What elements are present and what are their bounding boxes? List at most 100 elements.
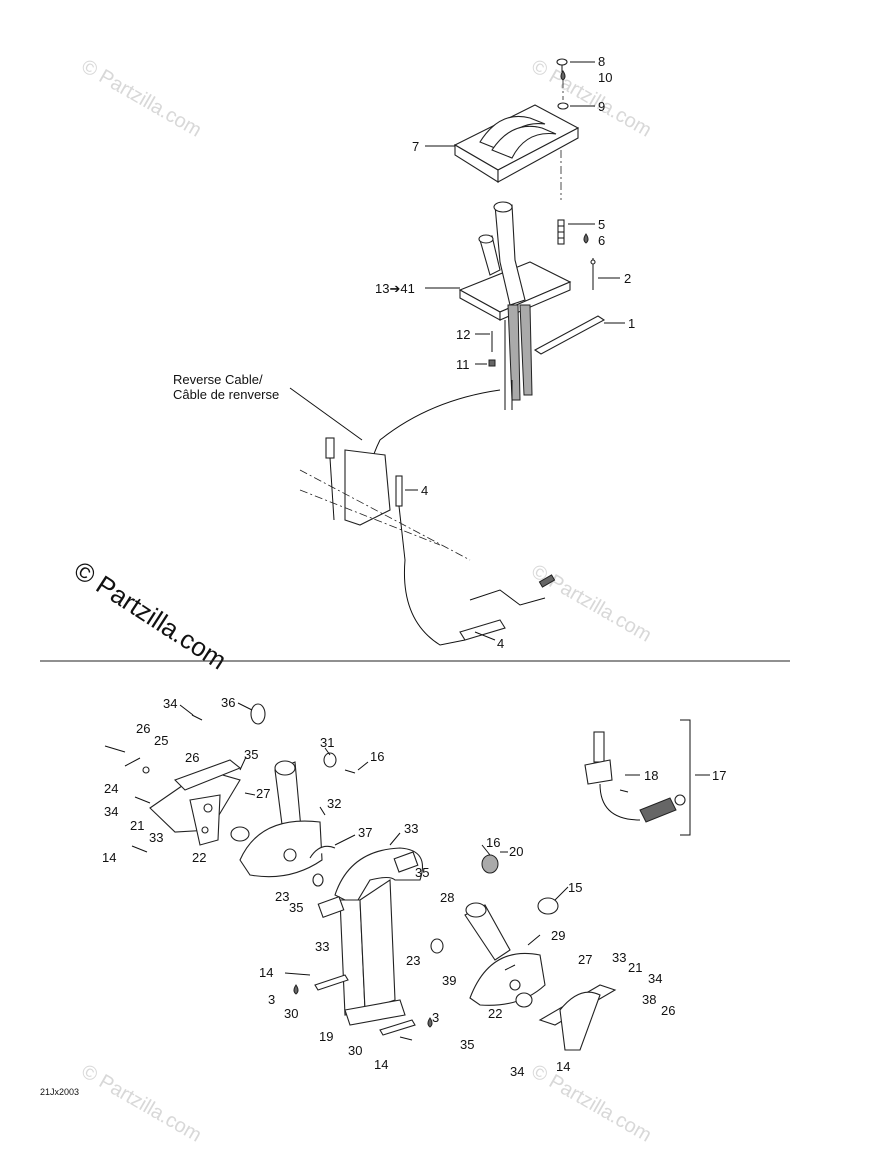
callout-label: 31	[320, 735, 334, 750]
right-bracket-21	[538, 984, 617, 1051]
callout-label: 37	[358, 825, 372, 840]
safety-switch-17	[584, 731, 686, 823]
shifter-lever-assembly	[458, 201, 572, 410]
nut-11-icon	[488, 359, 496, 367]
callout-label: 25	[154, 733, 168, 748]
watermark: © Partzilla.com	[78, 55, 206, 141]
spacer-22-icon	[515, 992, 533, 1008]
callout-label: 27	[256, 786, 270, 801]
callout-label: 35	[415, 865, 429, 880]
leader-lines-top	[289, 61, 625, 641]
callout-label: 4	[421, 483, 428, 498]
callout-label: 3	[432, 1010, 439, 1025]
callout-label: 35	[289, 900, 303, 915]
callout-label: 23	[406, 953, 420, 968]
screw-8-icon	[556, 58, 568, 72]
callout-label: 1	[628, 316, 635, 331]
callout-label: 33	[612, 950, 626, 965]
callout-label: 22	[488, 1006, 502, 1021]
callout-label: 34	[510, 1064, 524, 1079]
callout-label: 9	[598, 99, 605, 114]
throttle-bottom-assembly	[104, 703, 691, 1051]
callout-label: 24	[104, 781, 118, 796]
callout-label: 4	[497, 636, 504, 651]
drawing-code: 21Jx2003	[40, 1087, 79, 1097]
small-screws	[104, 714, 356, 853]
callout-label: 38	[642, 992, 656, 1007]
cable-end-fittings	[459, 574, 556, 641]
callout-label: 15	[568, 880, 582, 895]
callout-label: 35	[244, 747, 258, 762]
ring-36-icon	[250, 703, 266, 725]
callout-label: 35	[460, 1037, 474, 1052]
watermark-main: © Partzilla.com	[69, 555, 232, 676]
callout-label: 16	[370, 749, 384, 764]
pin-2-icon	[590, 258, 596, 290]
callout-label: 33	[149, 830, 163, 845]
callout-label: 30	[284, 1006, 298, 1021]
threadlocker-drop-icon	[293, 984, 299, 995]
shifter-top-assembly	[299, 58, 606, 646]
callout-label: 21	[130, 818, 144, 833]
callout-label: 16	[486, 835, 500, 850]
callout-label: 27	[578, 952, 592, 967]
callout-label: 3	[268, 992, 275, 1007]
callout-label: 14	[102, 850, 116, 865]
washer-9-icon	[557, 102, 569, 110]
clip-37-icon	[309, 845, 336, 859]
callouts-top: 8 10 9 7 5 6 2 13➔41 1 12 11 4 4	[375, 54, 635, 651]
callout-label: 13➔41	[375, 281, 415, 296]
callout-label: 20	[509, 844, 523, 859]
lever-29	[464, 902, 546, 1006]
callout-label: 19	[319, 1029, 333, 1044]
callout-label: 33	[315, 939, 329, 954]
callout-label: 14	[556, 1059, 570, 1074]
reverse-cable-label: Câble de renverse	[173, 387, 279, 402]
bushing-20-icon	[481, 854, 499, 874]
bushing-23-icon	[430, 938, 444, 954]
callout-label: 14	[259, 965, 273, 980]
callout-label: 34	[104, 804, 118, 819]
left-bracket-21	[149, 759, 242, 846]
cap-15-icon	[537, 897, 559, 915]
callout-label: 17	[712, 768, 726, 783]
cable-bracket-assembly	[299, 437, 471, 561]
callout-label: 18	[644, 768, 658, 783]
callout-label: 12	[456, 327, 470, 342]
threadlocker-drop-icon	[583, 233, 589, 244]
watermark: © Partzilla.com	[78, 1060, 206, 1146]
plate-30	[379, 1019, 416, 1036]
callout-label: 10	[598, 70, 612, 85]
callout-label: 39	[442, 973, 456, 988]
callout-label: 22	[192, 850, 206, 865]
callout-label: 34	[648, 971, 662, 986]
screw-5-icon	[557, 219, 565, 245]
callout-label: 8	[598, 54, 605, 69]
callout-label: 26	[136, 721, 150, 736]
callout-label: 2	[624, 271, 631, 286]
callout-label: 30	[348, 1043, 362, 1058]
spacer-22-icon	[230, 826, 250, 842]
reverse-cable-label: Reverse Cable/	[173, 372, 263, 387]
callout-label: 7	[412, 139, 419, 154]
callout-label: 6	[598, 233, 605, 248]
shifter-cover-7	[453, 104, 580, 183]
bracket-1	[533, 315, 606, 355]
callout-label: 21	[628, 960, 642, 975]
callout-label: 29	[551, 928, 565, 943]
group-bracket-17	[680, 719, 691, 836]
callout-label: 14	[374, 1057, 388, 1072]
watermark: © Partzilla.com	[528, 1060, 656, 1146]
threadlocker-drop-icon	[427, 1017, 433, 1028]
callout-label: 11	[456, 357, 470, 372]
leader-lines-bottom	[179, 702, 710, 1041]
lever-32	[239, 760, 323, 878]
callout-label: 36	[221, 695, 235, 710]
reverse-cable	[403, 559, 466, 646]
bushing-23-icon	[312, 873, 324, 887]
washer-31-icon	[323, 752, 337, 768]
callout-label: 5	[598, 217, 605, 232]
callout-label: 34	[163, 696, 177, 711]
callout-label: 26	[185, 750, 199, 765]
